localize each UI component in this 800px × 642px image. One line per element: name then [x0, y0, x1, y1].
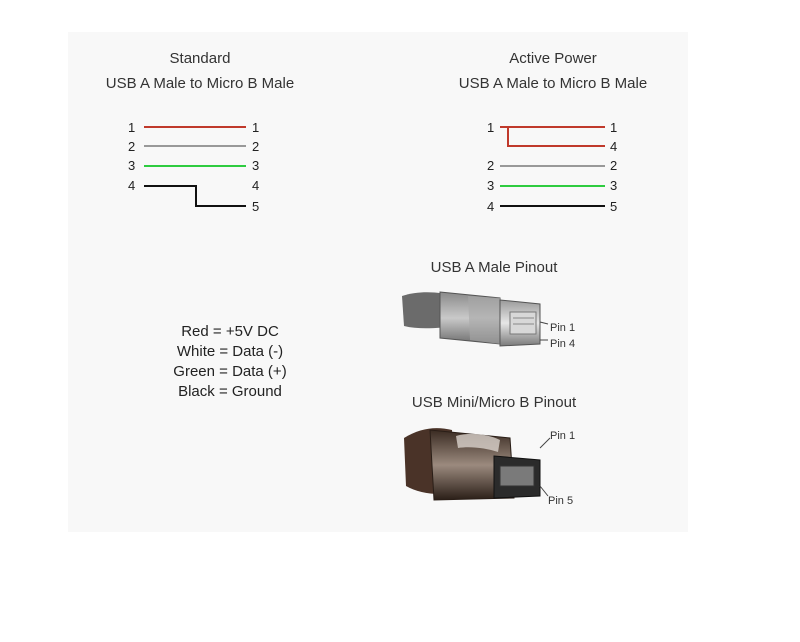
- usb-a-pin1-label: Pin 1: [550, 322, 575, 334]
- active-wiring: 1 2 3 4 1 4 2 3 5: [487, 120, 617, 214]
- legend-white: White = Data (-): [176, 343, 284, 360]
- act-wire-red-4: [507, 127, 605, 147]
- usb-a-connector-image: [402, 291, 549, 347]
- usb-a-pinout-title: USB A Male Pinout: [430, 259, 558, 276]
- usb-a-pin4-label: Pin 4: [550, 338, 575, 350]
- std-left-pin-1: 1: [128, 120, 135, 135]
- legend-green: Green = Data (+): [173, 363, 287, 380]
- standard-title: Standard USB A Male to Micro B Male: [88, 50, 312, 92]
- legend-red: Red = +5V DC: [181, 323, 279, 340]
- act-right-pin-2: 2: [610, 158, 617, 173]
- usb-micro-b-connector-image: [404, 428, 551, 501]
- usb-b-pinout-title: USB Mini/Micro B Pinout: [411, 394, 577, 411]
- act-right-pin-4: 4: [610, 139, 617, 154]
- std-left-pin-4: 4: [128, 178, 135, 193]
- act-left-pin-3: 3: [487, 178, 494, 193]
- std-right-pin-3: 3: [252, 158, 259, 173]
- std-left-pin-2: 2: [128, 139, 135, 154]
- act-left-pin-2: 2: [487, 158, 494, 173]
- std-right-pin-1: 1: [252, 120, 259, 135]
- act-right-pin-5: 5: [610, 199, 617, 214]
- active-title: Active Power USB A Male to Micro B Male: [440, 50, 666, 92]
- act-right-pin-3: 3: [610, 178, 617, 193]
- std-right-pin-4: 4: [252, 178, 259, 193]
- usb-b-pin1-label: Pin 1: [550, 430, 575, 442]
- std-wire-black: [144, 185, 246, 207]
- usb-b-pin5-label: Pin 5: [548, 495, 573, 507]
- act-left-pin-1: 1: [487, 120, 494, 135]
- color-legend: Red = +5V DC White = Data (-) Green = Da…: [140, 322, 320, 402]
- std-right-pin-2: 2: [252, 139, 259, 154]
- standard-wiring: 1 2 3 4 1 2 3 4 5: [128, 120, 259, 214]
- diagram-panel: [68, 32, 688, 532]
- act-right-pin-1: 1: [610, 120, 617, 135]
- active-title-line2: USB A Male to Micro B Male: [458, 75, 648, 92]
- act-left-pin-4: 4: [487, 199, 494, 214]
- std-left-pin-3: 3: [128, 158, 135, 173]
- standard-title-line2: USB A Male to Micro B Male: [105, 75, 295, 92]
- legend-black: Black = Ground: [178, 383, 282, 400]
- active-title-line1: Active Power: [509, 50, 597, 67]
- standard-title-line1: Standard: [169, 50, 231, 67]
- std-right-pin-5: 5: [252, 199, 259, 214]
